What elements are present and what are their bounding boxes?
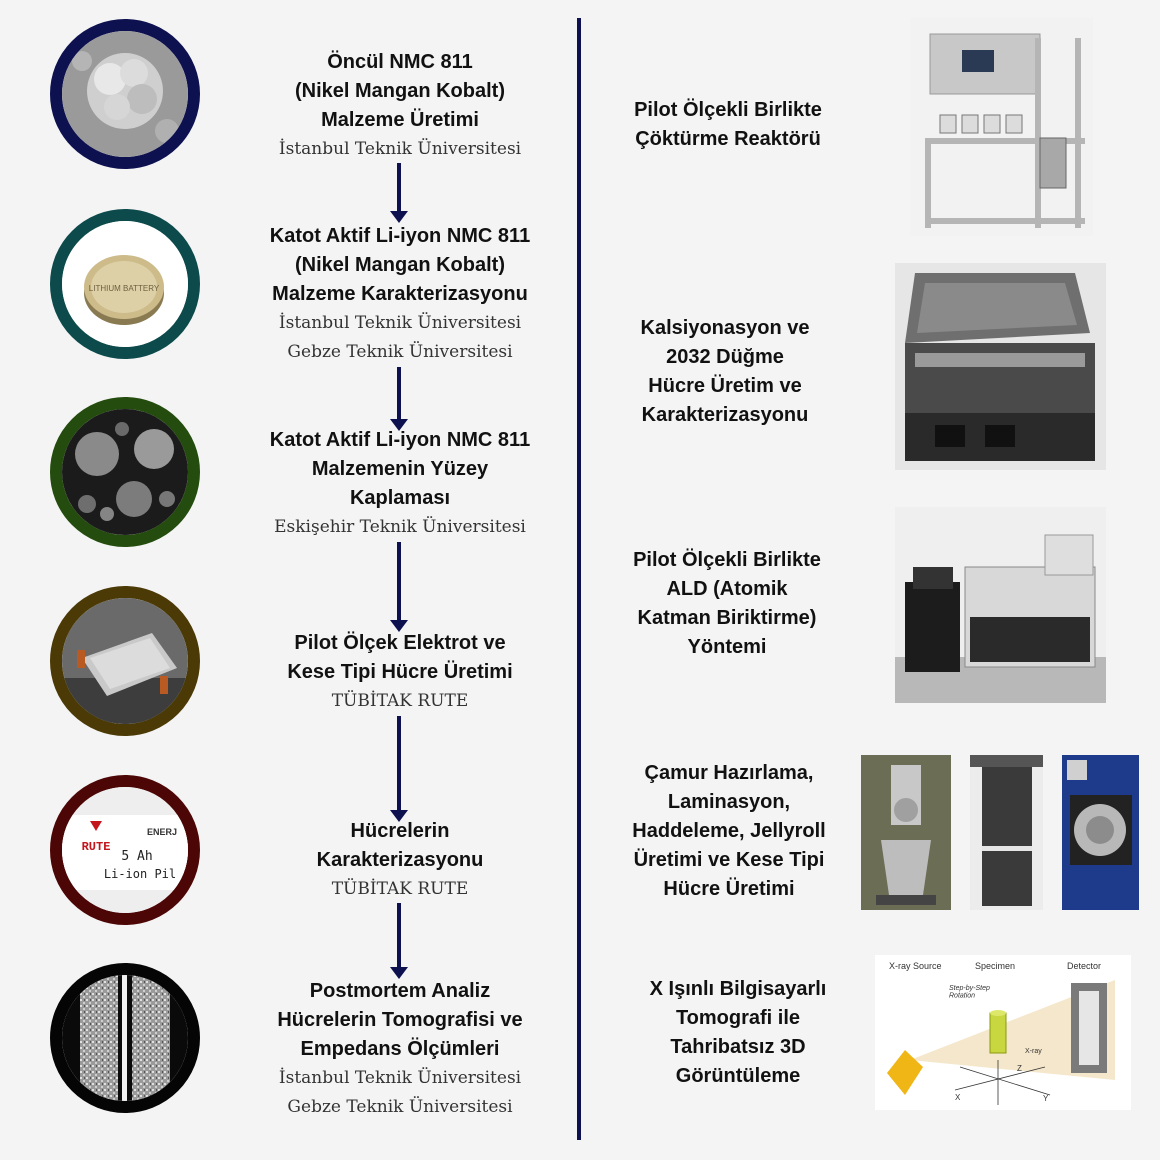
- flow-arrow-5: [390, 903, 408, 979]
- pouch-cell-image: [62, 598, 188, 724]
- reactor-photo: [910, 18, 1093, 236]
- method-5-text: X Işınlı Bilgisayarlı Tomografi ile Tahr…: [649, 978, 827, 1087]
- flow-arrow-1: [390, 163, 408, 223]
- rute-logo-text: RUTE: [82, 840, 111, 854]
- step-1-title: Öncül NMC 811 (Nikel Mangan Kobalt) Malz…: [294, 51, 505, 131]
- step-1: Öncül NMC 811 (Nikel Mangan Kobalt) Malz…: [250, 48, 550, 164]
- step-2-title: Katot Aktif Li-iyon NMC 811 (Nikel Manga…: [269, 225, 531, 305]
- calender-photo: [1062, 755, 1139, 910]
- step-4-circle: [50, 586, 200, 736]
- axis-z-label: Z: [1017, 1064, 1022, 1073]
- capacity-text: 5 Ah: [121, 849, 152, 864]
- axis-x-label: X: [955, 1093, 961, 1102]
- step-1-circle: [50, 19, 200, 169]
- step-3: Katot Aktif Li-iyon NMC 811 Malzemenin Y…: [250, 426, 550, 542]
- sem-spheres-image: [62, 409, 188, 535]
- step-3-institution: Eskişehir Teknik Üniversitesi: [274, 517, 526, 537]
- step-2-circle: LITHIUM BATTERY: [50, 209, 200, 359]
- step-3-circle: [50, 397, 200, 547]
- cell-label-image: RUTE ENERJ 5 Ah Li-ion Pil: [62, 787, 188, 913]
- step-4: Pilot Ölçek Elektrot ve Kese Tipi Hücre …: [250, 629, 550, 716]
- tomography-image: [62, 975, 188, 1101]
- sem-particle-image: [62, 31, 188, 157]
- enerji-logo-text: ENERJ: [147, 827, 177, 837]
- xray-ct-diagram: X-ray Source Specimen Detector Step-by-S…: [875, 955, 1131, 1110]
- beam-label: X-ray: [1025, 1048, 1042, 1055]
- step-5-circle: RUTE ENERJ 5 Ah Li-ion Pil: [50, 775, 200, 925]
- electrode-sheet-photo: [970, 755, 1043, 910]
- step-4-institution: TÜBİTAK RUTE: [331, 691, 469, 711]
- detector-label: Detector: [1067, 961, 1101, 971]
- column-divider: [577, 18, 581, 1140]
- type-text: Li-ion Pil: [104, 867, 176, 881]
- slurry-mixer-photo: [861, 755, 951, 910]
- step-4-title: Pilot Ölçek Elektrot ve Kese Tipi Hücre …: [287, 632, 513, 683]
- method-3-text: Pilot Ölçekli Birlikte ALD (Atomik Katma…: [633, 549, 821, 658]
- step-1-institution: İstanbul Teknik Üniversitesi: [278, 139, 522, 159]
- step-2-institution: İstanbul Teknik Üniversitesi Gebze Tekni…: [278, 313, 522, 362]
- ald-photo: [895, 507, 1106, 703]
- step-6: Postmortem Analiz Hücrelerin Tomografisi…: [250, 977, 550, 1122]
- coin-text: LITHIUM BATTERY: [89, 284, 160, 293]
- axis-y-label: Y: [1043, 1094, 1049, 1103]
- xray-source-label: X-ray Source: [889, 961, 942, 971]
- step-6-circle: [50, 963, 200, 1113]
- method-2-text: Kalsiyonasyon ve 2032 Düğme Hücre Üretim…: [640, 317, 810, 426]
- step-5-institution: TÜBİTAK RUTE: [331, 879, 469, 899]
- step-5-title: Hücrelerin Karakterizasyonu: [316, 820, 484, 871]
- flow-arrow-2: [390, 367, 408, 431]
- step-5: Hücrelerin Karakterizasyonu TÜBİTAK RUTE: [250, 817, 550, 904]
- step-6-title: Postmortem Analiz Hücrelerin Tomografisi…: [277, 980, 523, 1060]
- step-2: Katot Aktif Li-iyon NMC 811 (Nikel Manga…: [250, 222, 550, 367]
- coin-cell-image: LITHIUM BATTERY: [62, 221, 188, 347]
- method-4-text: Çamur Hazırlama, Laminasyon, Haddeleme, …: [632, 762, 826, 900]
- step-6-institution: İstanbul Teknik Üniversitesi Gebze Tekni…: [278, 1068, 522, 1117]
- furnace-photo: [895, 263, 1106, 470]
- flow-arrow-3: [390, 542, 408, 632]
- flow-arrow-4: [390, 716, 408, 822]
- specimen-label: Specimen: [975, 961, 1015, 971]
- step-3-title: Katot Aktif Li-iyon NMC 811 Malzemenin Y…: [269, 429, 531, 509]
- method-1-text: Pilot Ölçekli Birlikte Çöktürme Reaktörü: [634, 99, 822, 150]
